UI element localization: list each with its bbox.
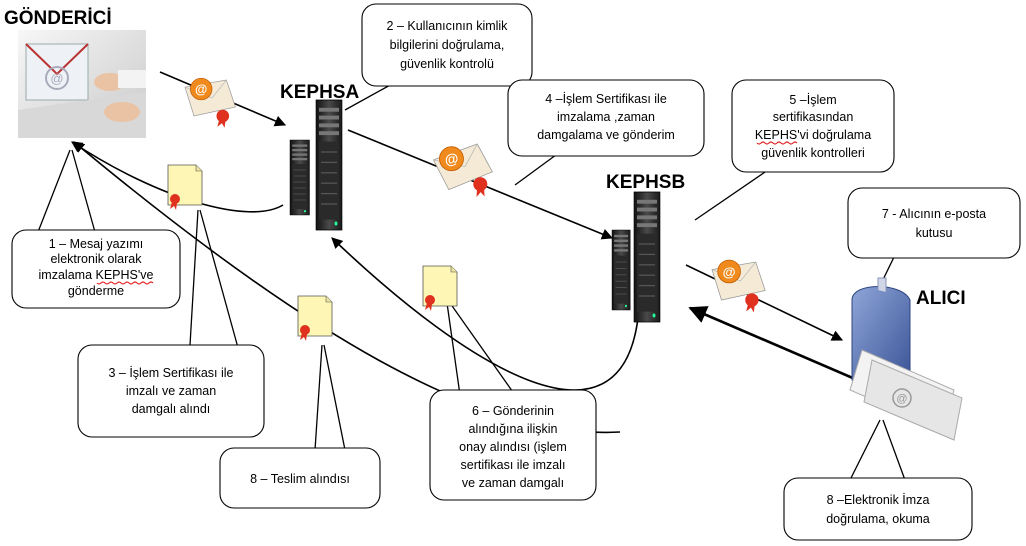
- svg-text:sertifikasından: sertifikasından: [773, 110, 854, 124]
- svg-text:sertifikası ile imzalı: sertifikası ile imzalı: [461, 458, 566, 472]
- callout-step-5-text: 5 –İşlem sertifikasından KEPHS'vi doğrul…: [755, 93, 871, 160]
- kephsb-server-icon: [611, 191, 661, 323]
- callout-step-1: [11, 229, 181, 309]
- callout-step-2-text: 2 – Kullanıcının kimlik bilgilerini doğr…: [387, 19, 509, 71]
- svg-text:bilgilerini doğrulama,: bilgilerini doğrulama,: [390, 38, 505, 52]
- callout-step-2: [361, 3, 533, 87]
- envelope-icon-1: [184, 77, 236, 129]
- callout-step-8-signature: [783, 477, 973, 541]
- svg-text:5 –İşlem: 5 –İşlem: [789, 93, 836, 107]
- callout-step-6: [429, 389, 597, 501]
- arrow-kephsb-to-kephsa: [331, 237, 639, 391]
- svg-text:1 – Mesaj yazımı: 1 – Mesaj yazımı: [49, 237, 143, 251]
- svg-text:doğrulama, okuma: doğrulama, okuma: [826, 512, 930, 526]
- svg-text:alındığına ilişkin: alındığına ilişkin: [469, 422, 558, 436]
- callout-step-3: [77, 344, 265, 438]
- svg-text:imzalama ,zaman: imzalama ,zaman: [557, 110, 655, 124]
- svg-text:@: @: [896, 393, 907, 405]
- callout-pointers: [37, 83, 906, 481]
- callout-step-1-text: 1 – Mesaj yazımı elektronik olarak imzal…: [39, 237, 154, 298]
- sender-label: GÖNDERİCİ: [4, 8, 112, 29]
- callout-step-8-delivery: [219, 447, 381, 509]
- callout-step-8-delivery-text: 8 – Teslim alındısı: [250, 472, 350, 486]
- callout-step-7: [847, 187, 1021, 259]
- arrow-alici-to-kephsb: [688, 306, 863, 384]
- mailbox-icon: @: [849, 277, 963, 441]
- envelope-icon-2: [431, 139, 497, 205]
- kephsa-label: KEPHSA: [280, 82, 359, 103]
- svg-text:damgalı alındı: damgalı alındı: [132, 402, 211, 416]
- svg-text:3 – İşlem Sertifikası ile: 3 – İşlem Sertifikası ile: [108, 366, 233, 380]
- callout-step-7-text: 7 - Alıcının e-posta kutusu: [882, 207, 986, 240]
- svg-text:güvenlik kontrolleri: güvenlik kontrolleri: [761, 146, 865, 160]
- certificate-document-icon-1: [167, 164, 203, 211]
- arrow-kephsb-to-alici: [685, 264, 844, 341]
- svg-text:7 - Alıcının e-posta: 7 - Alıcının e-posta: [882, 207, 986, 221]
- callout-step-4-text: 4 –İşlem Sertifikası ile imzalama ,zaman…: [537, 92, 675, 142]
- kephsa-server-icon: [289, 99, 343, 231]
- svg-text:@: @: [50, 71, 63, 86]
- callout-step-5: [731, 79, 895, 173]
- svg-text:güvenlik kontrolü: güvenlik kontrolü: [400, 57, 494, 71]
- svg-text:elektronik olarak: elektronik olarak: [50, 252, 142, 266]
- alici-label: ALICI: [916, 288, 966, 309]
- svg-text:imzalı ve zaman: imzalı ve zaman: [126, 384, 216, 398]
- svg-text:damgalama ve gönderim: damgalama ve gönderim: [537, 128, 675, 142]
- svg-text:ve zaman damgalı: ve zaman damgalı: [462, 476, 564, 490]
- svg-text:kutusu: kutusu: [916, 226, 953, 240]
- svg-text:gönderme: gönderme: [68, 284, 124, 298]
- sender-laptop-mail-icon: @: [18, 30, 146, 138]
- callout-step-3-text: 3 – İşlem Sertifikası ile imzalı ve zama…: [108, 366, 233, 416]
- svg-text:2 – Kullanıcının kimlik: 2 – Kullanıcının kimlik: [387, 19, 509, 33]
- svg-text:8 –Elektronik İmza: 8 –Elektronik İmza: [827, 493, 930, 507]
- svg-text:onay alındısı (işlem: onay alındısı (işlem: [459, 440, 567, 454]
- callout-step-6-text: 6 – Gönderinin alındığına ilişkin onay a…: [459, 404, 567, 490]
- callout-step-8-signature-text: 8 –Elektronik İmza doğrulama, okuma: [826, 493, 930, 526]
- callout-step-4: [507, 79, 705, 157]
- svg-text:4 –İşlem Sertifikası ile: 4 –İşlem Sertifikası ile: [545, 92, 667, 106]
- spellcheck-underline: [96, 281, 154, 285]
- envelope-icon-3: [711, 259, 766, 313]
- certificate-document-icon-2: [422, 265, 458, 312]
- svg-text:KEPHS'vi doğrulama: KEPHS'vi doğrulama: [755, 128, 871, 142]
- certificate-document-icon-3: [297, 295, 333, 342]
- kephsb-label: KEPHSB: [606, 172, 685, 193]
- svg-text:6 – Gönderinin: 6 – Gönderinin: [472, 404, 554, 418]
- svg-text:imzalama KEPHS've: imzalama KEPHS've: [39, 268, 154, 282]
- spellcheck-underline: [756, 141, 798, 145]
